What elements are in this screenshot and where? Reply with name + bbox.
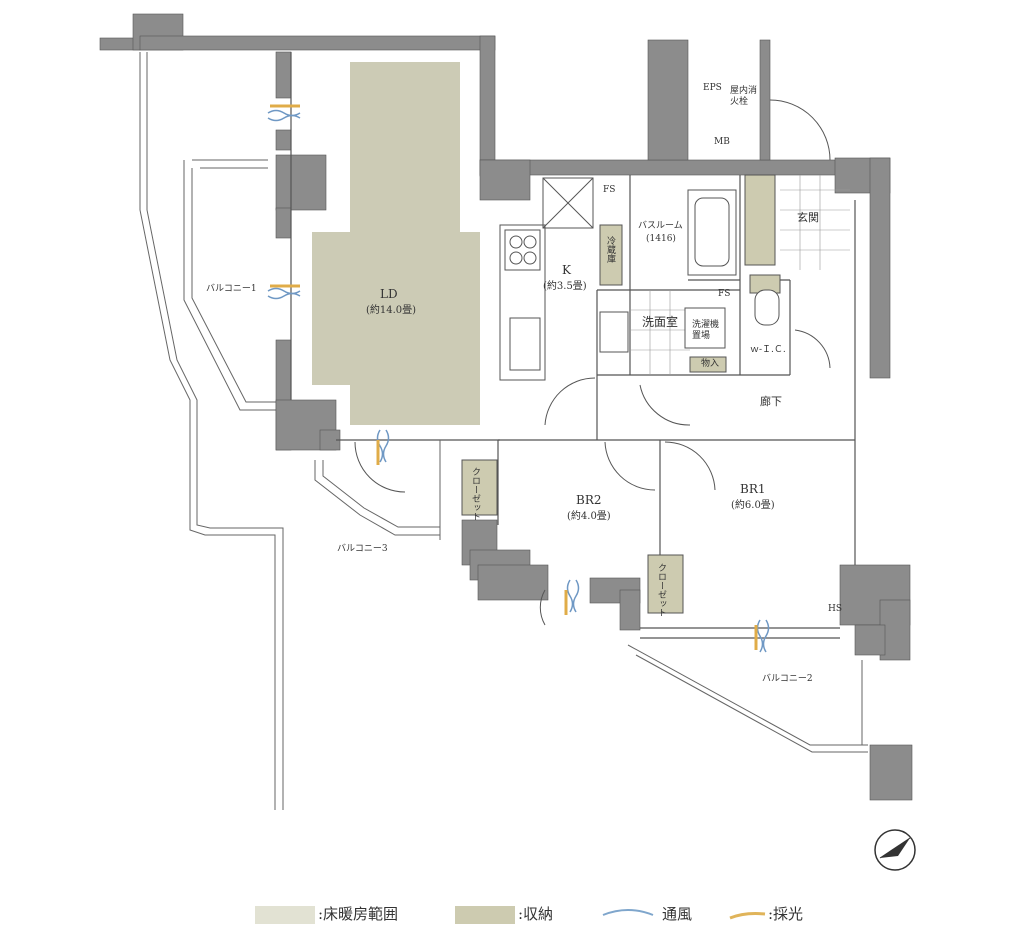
fire-hydrant-label: 屋内消火栓 [730, 86, 758, 108]
fridge-space [542, 177, 594, 229]
bathtub [687, 189, 737, 276]
eps-label: EPS [703, 83, 722, 93]
legend-ventilation-wave [602, 909, 654, 916]
washer-space [684, 307, 726, 349]
fs2-label: FS [718, 289, 731, 299]
legend-daylight-bar [729, 912, 766, 920]
fridge-label: 冷蔵庫 [605, 236, 615, 263]
closet-br2-label: クローゼット [470, 467, 480, 521]
balcony-3-label: バルコニー3 [337, 544, 388, 554]
washbasin [599, 311, 629, 353]
floor-heating-ld [312, 62, 480, 425]
interior-walls [290, 52, 856, 639]
room-wic: ｗ-Ｉ.Ｃ. [750, 345, 786, 355]
room-ld-name: LD [380, 287, 398, 301]
closet-br1-label: クローゼット [656, 563, 666, 617]
room-br1-name: BR1 [740, 482, 766, 496]
room-br2-name: BR2 [576, 493, 602, 507]
room-ld-size: (約14.0畳) [366, 305, 417, 316]
storage-label: 物入 [701, 359, 720, 369]
room-bath-name: バスルーム [638, 221, 683, 231]
legend-daylight-label: :採光 [768, 905, 804, 923]
toilet [754, 289, 780, 326]
room-br2-size: (約4.0畳) [567, 511, 611, 522]
legend-floor-heating-label: :床暖房範囲 [318, 905, 399, 923]
room-k-name: K [562, 263, 571, 277]
balcony-2-outline [627, 644, 868, 753]
room-washroom: 洗面室 [642, 315, 679, 329]
north-compass-icon [874, 829, 916, 871]
daylight-markers [270, 104, 758, 650]
kitchen-counter [499, 224, 546, 381]
balcony-3-outline [314, 440, 441, 540]
washer-label: 洗濯機置場 [692, 320, 720, 341]
room-k-size: (約3.5畳) [543, 281, 587, 292]
storage-areas [461, 174, 781, 614]
balcony-2-label: バルコニー2 [762, 674, 813, 684]
washroom-tiles [630, 175, 850, 375]
legend-ventilation-label: 通風 [662, 905, 693, 923]
fs-label: FS [603, 185, 616, 195]
legend-swatch-floor-heating [255, 906, 315, 924]
room-hallway: 廊下 [760, 395, 782, 408]
hs-label: HS [828, 604, 843, 614]
ventilation-markers [267, 109, 770, 653]
balcony-1-label: バルコニー1 [206, 284, 257, 294]
legend-swatch-storage [455, 906, 515, 924]
room-bath-size: (1416) [646, 234, 676, 244]
balcony-1-outline [139, 52, 284, 810]
mb-label: MB [714, 137, 730, 147]
legend-storage-label: :収納 [518, 905, 554, 923]
walls [99, 13, 913, 801]
room-entrance: 玄関 [797, 211, 819, 224]
door-swings [354, 99, 831, 626]
room-br1-size: (約6.0畳) [731, 500, 775, 511]
